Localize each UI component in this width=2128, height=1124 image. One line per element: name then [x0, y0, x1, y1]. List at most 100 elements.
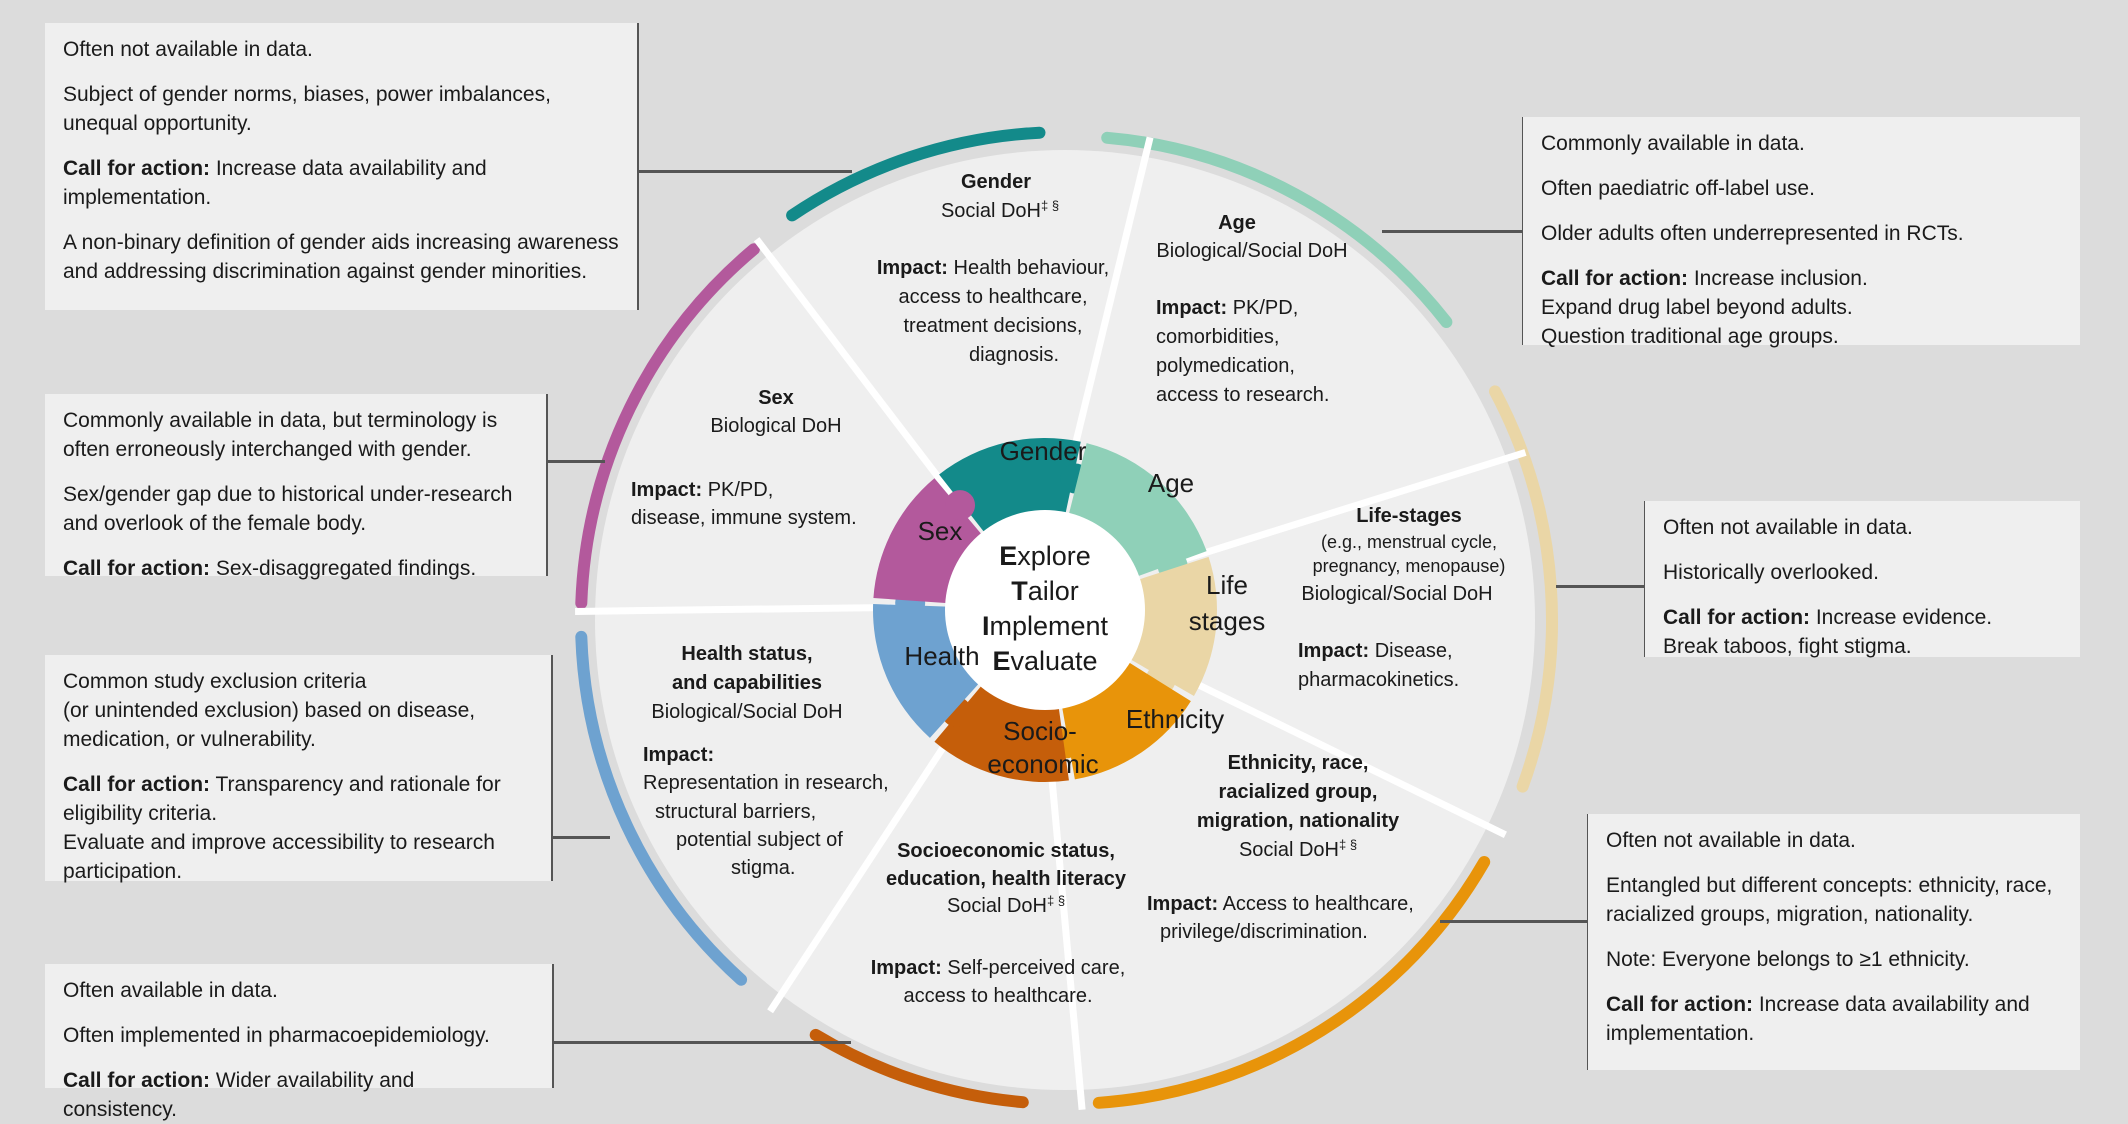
separator-4 — [1046, 759, 1086, 1111]
outer-arc-socio — [809, 1028, 1029, 1109]
svg-text:disease, immune system.: disease, immune system. — [631, 507, 857, 529]
outer-arc-health — [575, 630, 748, 986]
info-box-gender: Often not available in data. Subject of … — [45, 23, 637, 310]
puzzle-label-life2: stages — [1189, 606, 1266, 636]
center-text: Explore Tailor Implement Evaluate — [982, 541, 1109, 676]
center-circle — [945, 510, 1145, 710]
connector-age-h — [1382, 230, 1524, 233]
puzzle-label-age: Age — [1148, 468, 1194, 498]
svg-text:migration, nationality: migration, nationality — [1197, 810, 1400, 832]
connector-health-v — [550, 655, 553, 881]
info-box-age: Commonly available in data. Often paedia… — [1523, 117, 2080, 348]
outer-arc-gender — [786, 126, 1046, 222]
svg-text:Impact: Health behaviour,: Impact: Health behaviour, — [877, 257, 1109, 279]
connector-socio-v — [551, 964, 554, 1088]
svg-text:Biological/Social DoH: Biological/Social DoH — [1156, 240, 1347, 262]
center-line-explore: Explore — [999, 541, 1091, 571]
separator-0 — [753, 237, 954, 496]
outer-arc-life — [1489, 385, 1558, 793]
puzzle-knob-sex — [945, 490, 976, 521]
svg-text:Impact: Access to healthcare,: Impact: Access to healthcare, — [1147, 893, 1414, 915]
svg-text:Impact:: Impact: — [643, 744, 714, 766]
puzzle-label-gender: Gender — [1000, 436, 1087, 466]
svg-text:and capabilities: and capabilities — [672, 672, 822, 694]
connector-sex-v — [545, 394, 548, 576]
outer-arcs — [575, 126, 1558, 1109]
puzzle-label-sex: Sex — [918, 516, 963, 546]
svg-text:Impact: Self-perceived care,: Impact: Self-perceived care, — [871, 957, 1126, 979]
info-box-health: Common study exclusion criteria(or unint… — [45, 655, 551, 883]
puzzle-label-socio1: Socio- — [1003, 716, 1077, 746]
segment-sex: Sex Biological DoH Impact: PK/PD, diseas… — [631, 387, 857, 529]
connector-gender-h — [636, 170, 852, 173]
puzzle-piece-age — [1068, 443, 1207, 577]
svg-text:Biological/Social DoH: Biological/Social DoH — [651, 701, 842, 723]
svg-text:comorbidities,: comorbidities, — [1156, 326, 1279, 348]
connector-life-h — [1556, 585, 1646, 588]
info-box-socio: Often available in data. Often implement… — [45, 964, 552, 1121]
svg-text:treatment decisions,: treatment decisions, — [904, 315, 1083, 337]
svg-text:pregnancy, menopause): pregnancy, menopause) — [1313, 556, 1506, 576]
svg-text:Ethnicity, race,: Ethnicity, race, — [1228, 752, 1369, 774]
puzzle-label-health: Health — [904, 641, 979, 671]
center-line-tailor: Tailor — [1011, 576, 1079, 606]
info-box-life-stages: Often not available in data. Historicall… — [1645, 501, 2080, 658]
separator-3 — [1178, 672, 1507, 838]
info-box-ethnicity: Often not available in data. Entangled b… — [1588, 814, 2080, 1070]
separator-6 — [575, 603, 896, 615]
svg-text:Social DoH‡ §: Social DoH‡ § — [941, 198, 1059, 222]
segment-health: Health status, and capabilities Biologic… — [643, 643, 889, 879]
svg-text:access to healthcare.: access to healthcare. — [904, 985, 1093, 1007]
svg-text:structural barriers,: structural barriers, — [655, 801, 816, 823]
svg-text:Impact: Disease,: Impact: Disease, — [1298, 640, 1453, 662]
segment-ethnicity: Ethnicity, race, racialized group, migra… — [1147, 752, 1414, 943]
svg-text:Representation in research,: Representation in research, — [643, 772, 889, 794]
outer-arc-age — [1101, 131, 1453, 328]
connector-sex-h — [545, 460, 605, 463]
svg-text:(e.g., menstrual cycle,: (e.g., menstrual cycle, — [1321, 532, 1497, 552]
svg-text:Impact: PK/PD,: Impact: PK/PD, — [631, 479, 773, 501]
segment-gender: Gender Social DoH‡ § Impact: Health beha… — [877, 171, 1109, 366]
svg-text:access to healthcare,: access to healthcare, — [899, 286, 1088, 308]
outer-arc-ethnicity — [1092, 856, 1491, 1109]
svg-text:Health status,: Health status, — [681, 643, 812, 665]
svg-text:Social DoH‡ §: Social DoH‡ § — [1239, 837, 1357, 861]
separator-1 — [1067, 136, 1154, 464]
puzzle-piece-life — [1129, 556, 1218, 696]
puzzle-piece-gender — [939, 438, 1081, 533]
connector-socio-h — [551, 1041, 851, 1044]
outer-arc-sex — [575, 243, 760, 610]
svg-text:Gender: Gender — [961, 171, 1031, 193]
connector-gender-v — [636, 23, 639, 310]
svg-text:racialized group,: racialized group, — [1219, 781, 1378, 803]
svg-text:Social DoH‡ §: Social DoH‡ § — [947, 893, 1065, 917]
svg-text:potential subject of: potential subject of — [676, 829, 843, 851]
puzzle-label-ethnicity: Ethnicity — [1126, 704, 1224, 734]
svg-text:diagnosis.: diagnosis. — [969, 344, 1059, 366]
segment-age: Age Biological/Social DoH Impact: PK/PD,… — [1156, 212, 1348, 406]
separator-2 — [1184, 449, 1527, 563]
segment-socioeconomic: Socioeconomic status, education, health … — [871, 840, 1127, 1007]
puzzle-label-socio2: economic — [987, 749, 1098, 779]
svg-text:Impact: PK/PD,: Impact: PK/PD, — [1156, 297, 1298, 319]
svg-text:education, health literacy: education, health literacy — [886, 868, 1127, 890]
svg-text:pharmacokinetics.: pharmacokinetics. — [1298, 669, 1459, 691]
puzzle-label-life1: Life — [1206, 570, 1248, 600]
segment-separators — [575, 136, 1527, 1111]
svg-text:Biological/Social DoH: Biological/Social DoH — [1301, 583, 1492, 605]
separator-5 — [767, 727, 958, 1014]
segment-life-stages: Life-stages (e.g., menstrual cycle, preg… — [1298, 505, 1505, 691]
svg-text:Socioeconomic status,: Socioeconomic status, — [897, 840, 1115, 862]
connector-health-h — [550, 836, 610, 839]
svg-text:privilege/discrimination.: privilege/discrimination. — [1160, 921, 1368, 943]
svg-text:stigma.: stigma. — [731, 857, 795, 879]
puzzle-piece-ethnicity — [1062, 661, 1191, 780]
svg-text:Sex: Sex — [758, 387, 794, 409]
center-line-evaluate: Evaluate — [992, 646, 1097, 676]
connector-ethnicity-h — [1440, 920, 1590, 923]
svg-text:Life-stages: Life-stages — [1356, 505, 1462, 527]
center-line-implement: Implement — [982, 611, 1109, 641]
svg-text:access to research.: access to research. — [1156, 384, 1329, 406]
puzzle-piece-health — [873, 603, 980, 738]
